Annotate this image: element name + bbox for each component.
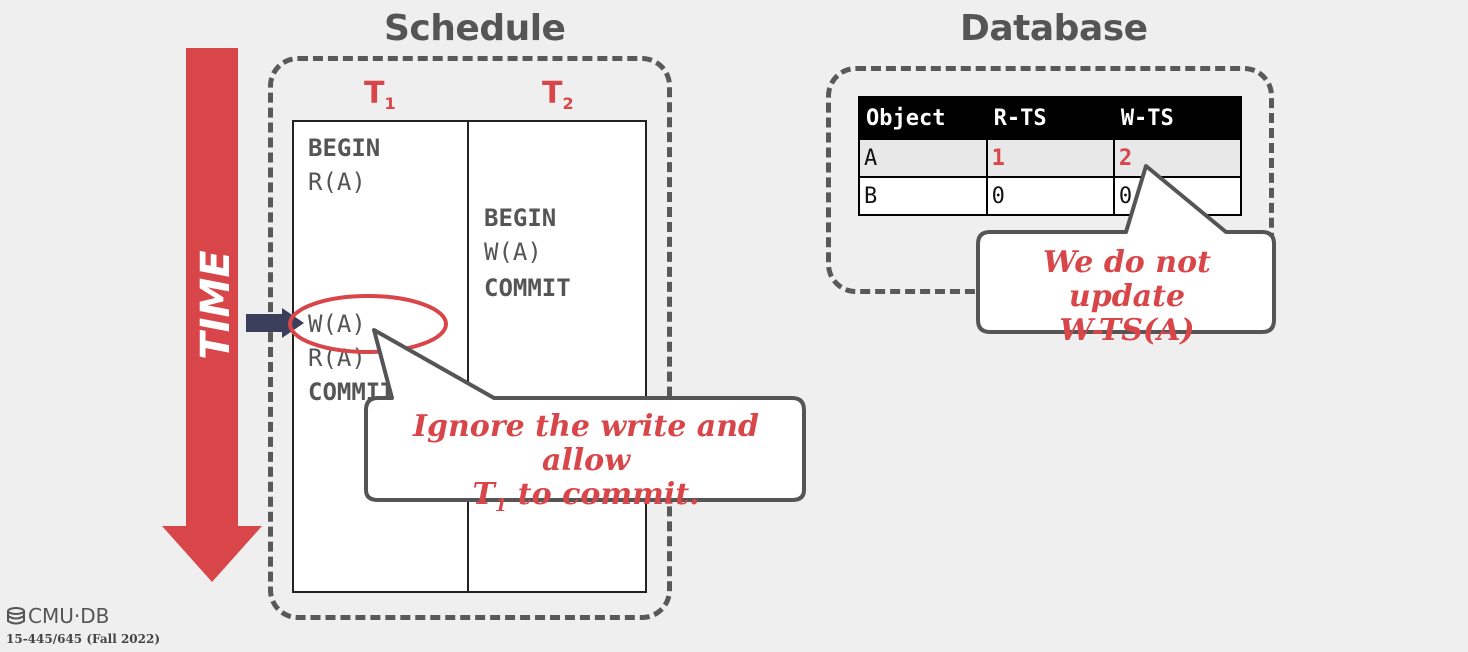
db-cell-object: A	[858, 138, 988, 178]
database-callout-line2: W-TS(A)	[1059, 313, 1195, 348]
t2-letter: T	[542, 76, 563, 111]
write-highlight-ellipse	[288, 294, 448, 354]
schedule-container	[268, 56, 672, 620]
db-header-row: Object R-TS W-TS	[858, 96, 1243, 140]
time-label: TIME	[193, 250, 239, 360]
t2-op-commit: COMMIT	[484, 274, 571, 302]
db-header-rts: R-TS	[985, 96, 1115, 140]
schedule-table	[292, 120, 647, 593]
database-title: Database	[960, 8, 1148, 49]
database-icon	[7, 607, 25, 625]
database-callout-line1: We do not update	[1043, 245, 1211, 314]
t2-sub: 2	[562, 94, 574, 113]
footer-course: 15-445/645 (Fall 2022)	[6, 632, 161, 646]
database-table: Object R-TS W-TS A 1 2 B 0 0	[858, 96, 1243, 216]
callout-t-sub: 1	[494, 495, 508, 516]
t2-op-write-a: W(A)	[484, 238, 542, 266]
schedule-callout-shape	[364, 328, 806, 502]
db-header-object: Object	[858, 96, 988, 140]
db-cell-object: B	[858, 176, 988, 216]
db-cell-rts: 0	[985, 176, 1115, 216]
t1-op-write-a: W(A)	[308, 310, 366, 338]
db-cell-rts: 1	[985, 138, 1115, 178]
time-arrow	[162, 48, 262, 582]
t1-header: T1	[364, 76, 396, 113]
database-callout-shape	[976, 164, 1276, 334]
schedule-callout: Ignore the write and allow T1 to commit.	[368, 410, 804, 523]
t1-sub: 1	[384, 94, 396, 113]
t1-letter: T	[364, 76, 385, 111]
schedule-callout-line2: T1 to commit.	[368, 478, 804, 523]
time-label-wrap: TIME	[166, 240, 266, 370]
schedule-callout-line1: Ignore the write and allow	[412, 409, 759, 478]
database-callout: We do not update W-TS(A)	[980, 246, 1274, 348]
callout-t-letter: T	[472, 477, 495, 512]
t1-op-begin: BEGIN	[308, 134, 381, 162]
t1-op-read-a: R(A)	[308, 168, 366, 196]
db-cell-wts: 2	[1112, 138, 1243, 178]
footer-logo-text: CMU·DB	[28, 604, 110, 628]
db-header-wts: W-TS	[1112, 96, 1243, 140]
callout-line2-rest: to commit.	[507, 477, 700, 512]
current-step-pointer	[246, 308, 304, 338]
schedule-title: Schedule	[384, 8, 566, 49]
t2-header: T2	[542, 76, 574, 113]
db-row-a: A 1 2	[858, 138, 1243, 178]
footer-logo: CMU·DB	[6, 604, 109, 628]
t2-op-begin: BEGIN	[484, 204, 557, 232]
schedule-column-divider	[467, 120, 469, 593]
